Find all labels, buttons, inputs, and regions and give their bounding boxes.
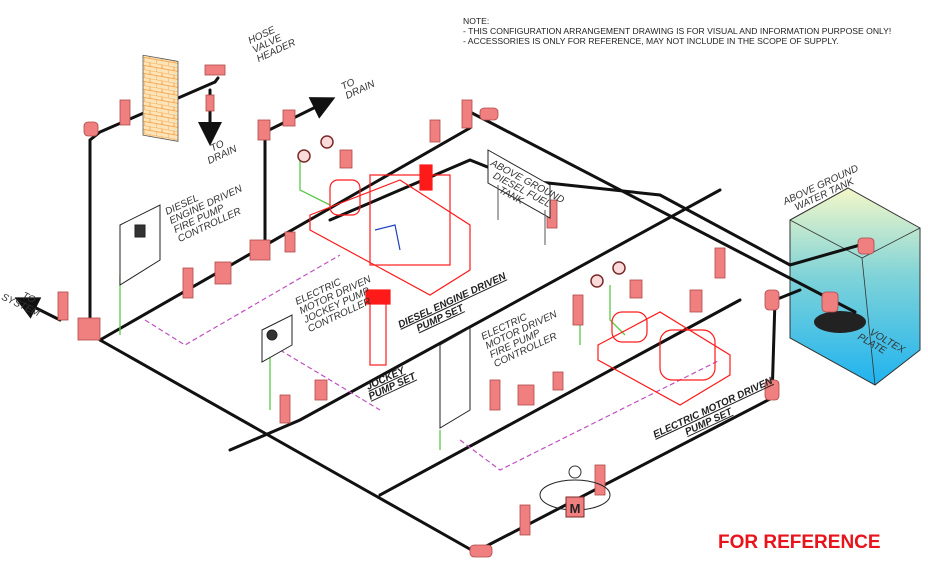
gate-valve-icon [519,504,531,536]
note-block: NOTE: - THIS CONFIGURATION ARRANGEMENT D… [463,16,891,46]
to-system-label: TOSYSTEM [0,283,46,320]
electric-controller-panel [439,327,471,429]
electric-controller-label: ELECTRICMOTOR DRIVENFIRE PUMPCONTROLLER [480,300,568,370]
gate-valve-icon [594,464,606,496]
tee-icon [77,317,101,341]
electric-discharge-pipe [378,298,742,497]
valves [57,64,875,558]
hose-valve-header-label: HOSEVALVEHEADER [247,19,298,65]
elbow-icon [479,107,499,121]
to-system-pipe [14,297,62,322]
gate-valve-icon [182,267,194,299]
elbow-icon [764,289,780,311]
pressure-switch-icon [629,279,643,299]
pressure-gauge-icon [320,135,334,149]
elbow-icon [764,379,780,401]
gate-valve-icon [57,291,69,321]
for-reference-watermark: FOR REFERENCE [718,532,881,553]
diesel-engine-pump-set [309,164,471,296]
voltex-plate [814,311,866,333]
elbow-icon [857,237,875,255]
jockey-controller-panel [261,314,293,363]
electric-pump-set-label: ELECTRIC MOTOR DRIVENPUMP SET [652,375,780,450]
elbow-icon [469,544,493,558]
tee-icon [249,239,271,261]
note-line-1: - THIS CONFIGURATION ARRANGEMENT DRAWING… [463,26,892,36]
diesel-suction-pipe [328,158,862,267]
flange-icon [689,289,703,313]
pressure-gauges [297,135,626,288]
jockey-line [228,188,722,452]
flow-meter: M [539,465,611,518]
drain-pipe-1 [263,97,336,247]
flange-icon [284,231,296,253]
check-valve-icon [214,261,232,285]
gate-valve-icon [119,99,131,126]
hose-valve-icon [204,64,226,76]
pipework [14,76,862,554]
to-drain-label-1: TODRAIN [340,69,378,102]
elbow-icon [821,291,839,313]
pressure-switch-icon [339,149,353,169]
flange-icon [314,379,328,401]
pressure-gauge-icon [590,274,604,288]
meter-letter: M [570,501,581,516]
elbow-icon [83,121,99,137]
note-title: NOTE: [463,16,490,26]
flange-icon [429,119,441,143]
main-discharge-pipe [98,338,477,554]
pressure-gauge-icon [612,261,626,275]
flange-icon [282,109,296,127]
jockey-pump-set [365,289,391,366]
gate-valve-icon [489,379,501,411]
note-line-2: - ACCESSORIES IS ONLY FOR REFERENCE, MAY… [463,36,839,46]
check-valve-icon [205,94,215,112]
check-valve-icon [517,384,535,406]
jockey-pump-set-label: JOCKEYPUMP SET [363,362,419,403]
controllers [119,149,551,429]
pressure-gauge-icon [297,149,311,163]
tank-return-pipe [473,288,802,554]
brick-wall [142,54,179,142]
gate-valve-icon [461,99,473,129]
diesel-controller-label: DIESELENGINE DRIVENFIRE PUMPCONTROLLER [164,174,254,245]
above-ground-water-tank [789,187,921,386]
electric-motor-pump-set [597,311,731,406]
pressure-relief-icon [572,294,584,326]
gate-valve-icon [279,394,291,424]
to-drain-label-2: TODRAIN [202,134,240,167]
diesel-controller-panel [119,204,161,286]
suction-header-pipe [468,110,857,314]
drain-valve-icon [257,119,271,141]
flange-icon [552,371,564,391]
diesel-fuel-tank-sign [487,149,551,219]
gate-valve-icon [714,247,726,279]
signal-lines [119,160,721,471]
